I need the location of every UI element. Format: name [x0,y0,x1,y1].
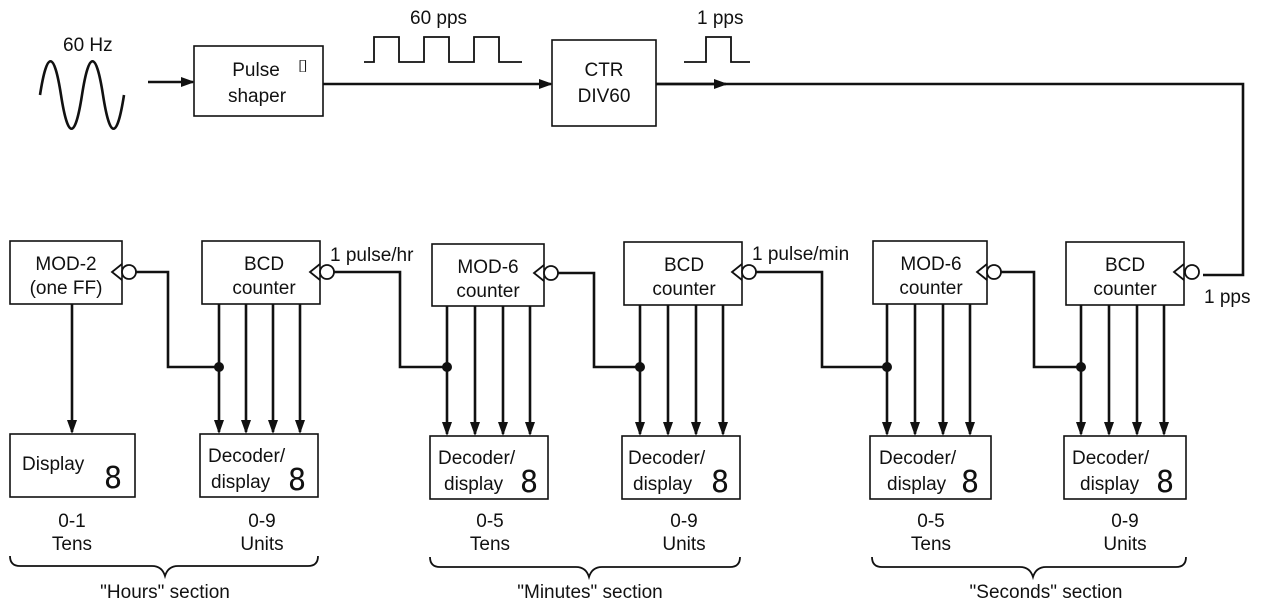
display-seconds-units: Decoder/ display 8 0-9 Units [1063,435,1187,555]
display-minutes-tens: Decoder/ display 8 0-5 Tens [429,435,549,555]
pulse-train-60pps-icon [364,36,522,63]
hours-section-brace [9,555,319,580]
ctr-div60-block: CTR DIV60 [551,39,657,127]
svg-text:display: display [1080,474,1140,495]
pulse-per-hour-label: 1 pulse/hr [330,245,414,266]
svg-text:display: display [887,474,947,495]
svg-text:counter: counter [652,279,716,300]
bus-minutes-units [635,305,728,436]
svg-text:0-9: 0-9 [248,511,275,532]
bus-seconds-tens [882,304,975,436]
counter-hours-units: BCD counter [201,240,335,305]
svg-text:counter: counter [1093,279,1157,300]
bus-hours-units [214,304,305,434]
seconds-section-brace [871,556,1187,581]
svg-text:MOD-6: MOD-6 [900,254,961,275]
seven-segment-digit: 8 [961,465,979,500]
pulse-shaper-line2: shaper [228,86,287,107]
pulse-shaper-line1: Pulse [232,60,280,81]
counter-seconds-tens: MOD-6 counter [872,240,1002,305]
svg-text:0-9: 0-9 [1111,511,1138,532]
svg-text:0-5: 0-5 [917,511,944,532]
minutes-section-brace [429,556,741,581]
minutes-section-label: "Minutes" section [517,582,663,603]
bus-minutes-tens [442,306,535,436]
svg-text:Tens: Tens [52,534,92,555]
pps1-label: 1 pps [697,8,743,29]
carry-wire-hr-to-min [334,270,447,369]
svg-text:display: display [633,474,693,495]
svg-text:Decoder/: Decoder/ [208,446,286,467]
svg-text:Decoder/: Decoder/ [628,448,706,469]
counter-seconds-units: BCD counter [1065,241,1200,306]
hours-section-label: "Hours" section [100,582,230,603]
svg-text:counter: counter [456,281,520,302]
source-frequency-label: 60 Hz [63,35,113,56]
svg-text:Tens: Tens [911,534,951,555]
ctr-line1: CTR [584,60,623,81]
pulse-shaper-block: Pulse ⌷ shaper [193,45,324,117]
seconds-section-label: "Seconds" section [970,582,1123,603]
svg-text:Units: Units [240,534,283,555]
counter-minutes-units: BCD counter [623,241,757,306]
pulse-1pps-icon [684,36,750,63]
carry-wire-seconds [1001,270,1081,369]
svg-text:BCD: BCD [244,254,284,275]
seven-segment-digit: 8 [520,465,538,500]
svg-text:Decoder/: Decoder/ [1072,448,1150,469]
carry-wire-minutes [558,271,640,369]
ctr-output-wire [656,82,1245,277]
input-1pps-label: 1 pps [1204,287,1250,308]
svg-text:0-1: 0-1 [58,511,85,532]
svg-text:Display: Display [22,454,85,475]
svg-text:MOD-2: MOD-2 [35,254,96,275]
bus-seconds-units [1076,305,1169,436]
counter-minutes-tens: MOD-6 counter [431,243,559,307]
svg-text:counter: counter [232,278,296,299]
svg-text:MOD-6: MOD-6 [457,257,518,278]
seven-segment-digit: 8 [1156,465,1174,500]
display-hours-tens: Display 8 0-1 Tens [9,433,136,555]
sine-wave-source [38,59,126,131]
pps60-label: 60 pps [410,8,467,29]
svg-text:display: display [444,474,504,495]
display-hours-units: Decoder/ display 8 0-9 Units [199,433,319,555]
display-seconds-tens: Decoder/ display 8 0-5 Tens [869,435,992,555]
svg-text:BCD: BCD [1105,255,1145,276]
svg-text:counter: counter [899,278,963,299]
svg-text:display: display [211,472,271,493]
counter-hours-tens: MOD-2 (one FF) [9,240,137,305]
svg-text:0-5: 0-5 [476,511,503,532]
carry-wire-min-to-sec [756,270,887,369]
svg-text:Decoder/: Decoder/ [438,448,516,469]
svg-text:(one FF): (one FF) [30,278,103,299]
display-minutes-units: Decoder/ display 8 0-9 Units [621,435,741,555]
pulse-per-minute-label: 1 pulse/min [752,244,849,265]
seven-segment-digit: 8 [288,463,306,498]
svg-text:Units: Units [662,534,705,555]
svg-text:Tens: Tens [470,534,510,555]
svg-text:Decoder/: Decoder/ [879,448,957,469]
svg-text:BCD: BCD [664,255,704,276]
schmitt-trigger-icon: ⌷ [298,57,308,76]
carry-wire-hours [136,270,219,369]
svg-text:0-9: 0-9 [670,511,697,532]
ctr-line2: DIV60 [578,86,631,107]
seven-segment-digit: 8 [711,465,729,500]
seven-segment-digit: 8 [104,461,122,496]
svg-text:Units: Units [1103,534,1146,555]
